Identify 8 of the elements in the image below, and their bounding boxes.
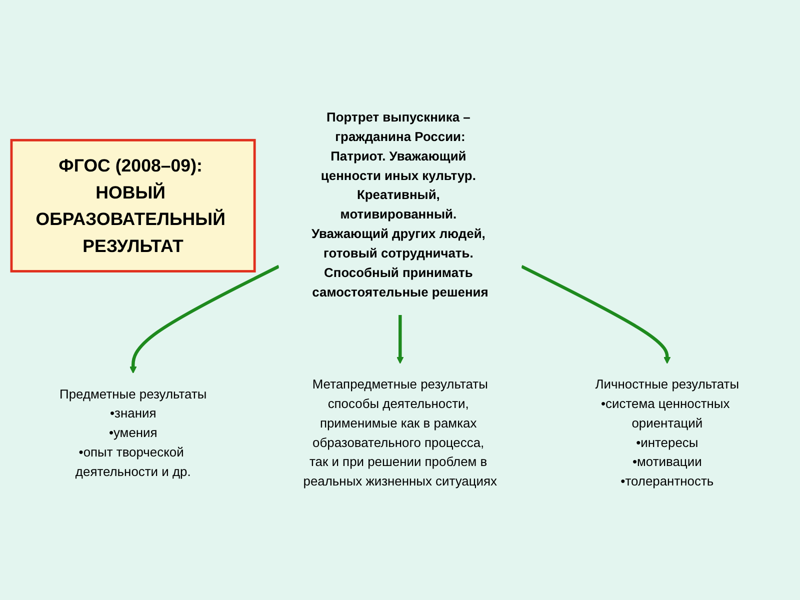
arrow — [396, 314, 404, 364]
node-text: Личностные результаты •система ценностных ориентаций •интересы •мотивации •толерантность — [595, 378, 740, 489]
node-text: Предметные результаты •знания •умения •опыт творческой деятельности и др. — [60, 387, 207, 479]
arrow — [130, 264, 280, 374]
node-text: Портрет выпускника – гражданина России: Патриот. Уважающий ценности иных культур. Креативный, мотивированный. Уважающий других людей, готовый сотрудничать. Способный принимать самостоятельные решения — [311, 110, 488, 300]
node-text: Метапредметные результаты способы деятельности, применимые как в рамках образовательного процесса, так и при решении проблем в реальных жизненных ситуациях — [303, 378, 497, 489]
arrow — [520, 264, 671, 364]
node-box: ФГОС (2008–09): НОВЫЙ ОБРАЗОВАТЕЛЬНЫЙ РЕЗУЛЬТАТ — [10, 138, 256, 272]
